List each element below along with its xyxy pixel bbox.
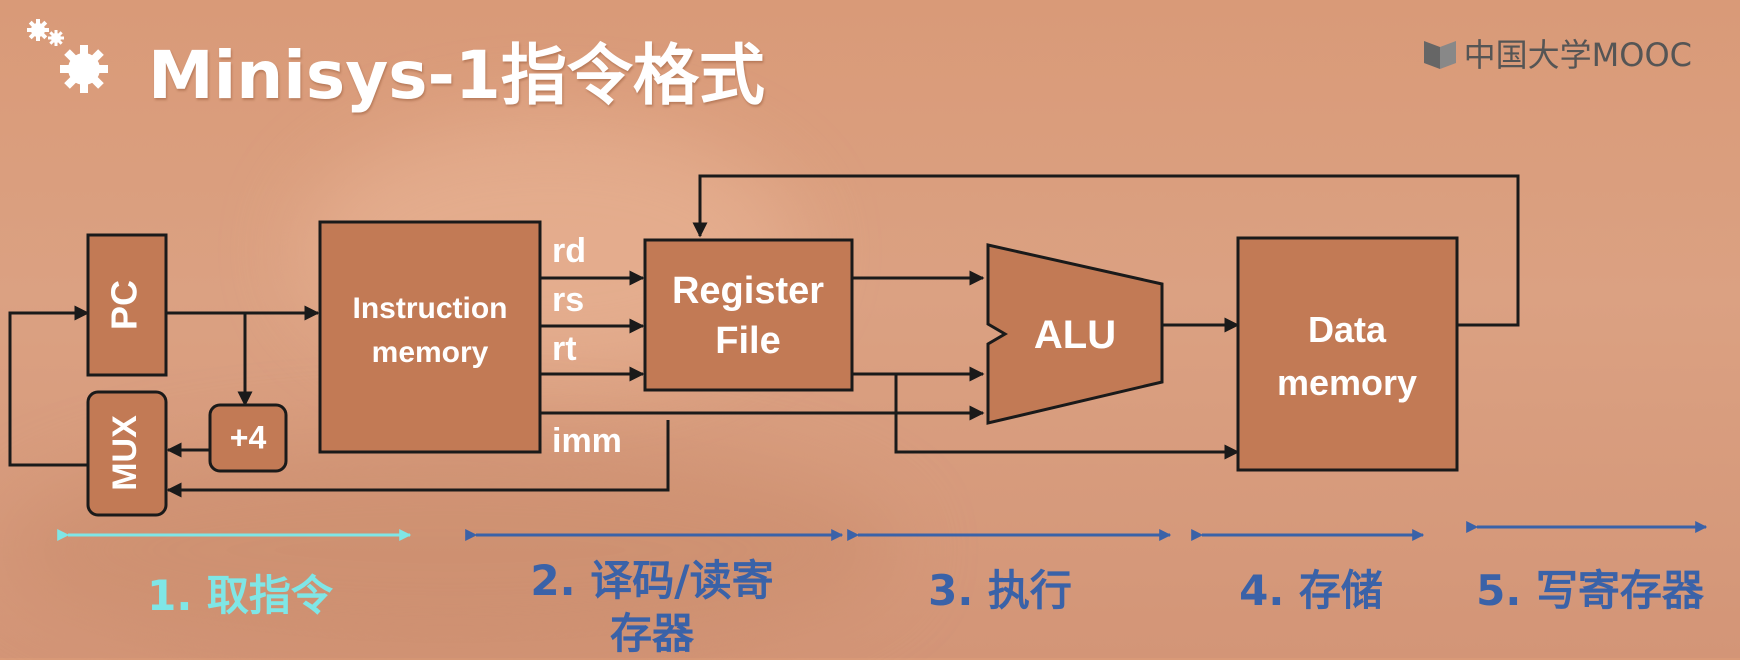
field-rt: rt <box>552 330 577 368</box>
alu-block <box>986 243 1164 425</box>
pc-label: PC <box>104 280 145 330</box>
dmem-label-line2: memory <box>1277 362 1417 403</box>
regfile-label-line1: Register <box>672 270 824 312</box>
mux-label: MUX <box>106 415 144 491</box>
wire-writeback <box>692 174 1520 327</box>
gear-icon <box>27 19 108 93</box>
wire-regfile-to-dmem <box>894 374 1240 460</box>
stage-2-label-line2: 存器 <box>610 609 695 658</box>
wire-mux-to-pc <box>8 305 90 467</box>
imem-label-line2: memory <box>372 336 489 369</box>
plus4-label: +4 <box>230 419 267 455</box>
mooc-logo[interactable]: 中国大学MOOC <box>1422 30 1692 76</box>
instruction-memory-block <box>318 220 542 454</box>
mux-block <box>86 390 168 517</box>
data-memory-block <box>1236 236 1459 472</box>
stage-4-label: 4. 存储 <box>1239 566 1383 615</box>
page-title: Minisys-1指令格式 <box>148 37 765 114</box>
plus4-block <box>208 403 288 473</box>
field-imm: imm <box>552 422 622 460</box>
imem-label-line1: Instruction <box>353 292 508 325</box>
field-rs: rs <box>552 281 584 319</box>
stage-3-label: 3. 执行 <box>928 566 1072 615</box>
logo-text: 中国大学MOOC <box>1463 36 1692 74</box>
register-file-block <box>643 238 854 392</box>
field-rd: rd <box>552 232 586 270</box>
wires <box>8 174 1520 498</box>
wire-imm-to-mux <box>166 420 670 498</box>
pc-block <box>86 233 168 377</box>
regfile-label-line2: File <box>715 320 780 362</box>
alu-label: ALU <box>1034 313 1116 357</box>
stage-5-label: 5. 写寄存器 <box>1476 566 1705 615</box>
stage-2-label-line1: 2. 译码/读寄 <box>530 556 773 605</box>
dmem-label-line1: Data <box>1308 309 1387 350</box>
stage-1-label: 1. 取指令 <box>147 571 334 620</box>
mooc-book-icon <box>1423 41 1456 69</box>
